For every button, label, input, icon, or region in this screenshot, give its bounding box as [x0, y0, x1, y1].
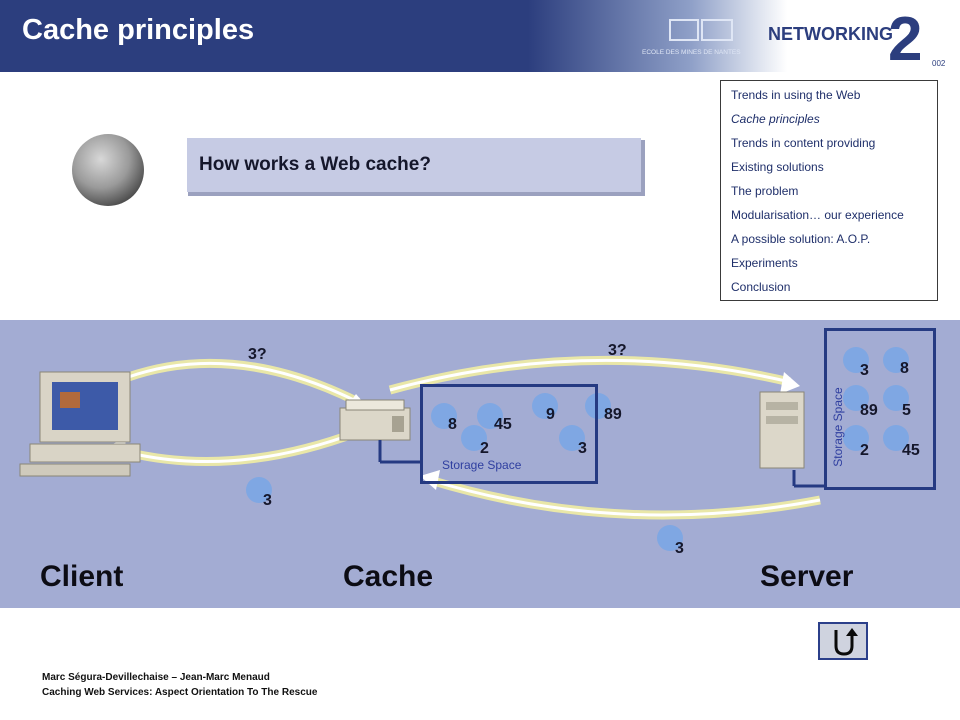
- outline-item[interactable]: Trends in using the Web: [731, 88, 861, 102]
- server-storage-box: [824, 328, 936, 490]
- server-value: 2: [860, 442, 869, 459]
- cache-request-label: 3?: [608, 342, 627, 359]
- page-title: Cache principles: [22, 14, 255, 46]
- data-ball: [246, 477, 272, 503]
- outline-item[interactable]: Conclusion: [731, 280, 791, 294]
- emn-logo-caption: ECOLE DES MINES DE NANTES: [642, 49, 741, 56]
- question-text: How works a Web cache?: [199, 154, 431, 175]
- client-computer-icon: [19, 371, 141, 477]
- networking-logo-sub: 002: [932, 59, 946, 68]
- data-ball: [843, 347, 869, 373]
- data-ball: [532, 393, 558, 419]
- data-ball: [843, 385, 869, 411]
- cache-value: 8: [448, 416, 457, 433]
- footer-authors: Marc Ségura-Devillechaise – Jean-Marc Me…: [42, 672, 270, 683]
- outline-item-current[interactable]: Cache principles: [731, 112, 820, 126]
- data-ball: [431, 403, 457, 429]
- u-turn-icon: [834, 628, 858, 656]
- server-value: 8: [900, 360, 909, 377]
- networking-logo: NETWORKING 2 002: [768, 5, 946, 68]
- cache-value: 2: [480, 440, 489, 457]
- client-response-value: 3: [263, 492, 272, 509]
- client-request-label: 3?: [248, 346, 267, 363]
- data-ball: [883, 385, 909, 411]
- cache-label: Cache: [343, 560, 434, 593]
- server-tower-icon: [759, 391, 805, 469]
- cache-storage-label: Storage Space: [442, 458, 522, 472]
- arrowhead-icon: [420, 470, 440, 490]
- networking-logo-number: 2: [888, 5, 922, 68]
- arrowhead-icon: [780, 372, 800, 394]
- server-value: 45: [902, 442, 920, 459]
- data-ball: [883, 347, 909, 373]
- presenter-avatar: [72, 134, 144, 206]
- server-value: 3: [860, 362, 869, 379]
- outline-item[interactable]: Existing solutions: [731, 160, 824, 174]
- cache-proxy-icon: [339, 399, 411, 441]
- data-ball: [477, 403, 503, 429]
- header-bar: [0, 0, 960, 72]
- question-box: How works a Web cache?: [184, 136, 641, 192]
- data-ball: [559, 425, 585, 451]
- data-ball: [461, 425, 487, 451]
- cache-storage-box: [420, 384, 598, 484]
- server-storage-label: Storage Space: [831, 387, 845, 467]
- footer-talk-title: Caching Web Services: Aspect Orientation…: [42, 687, 318, 698]
- server-response-value: 3: [675, 540, 684, 557]
- cache-diagram: Storage Space Storage Space 3? 3? 3 3 8 …: [0, 320, 960, 608]
- outline-item[interactable]: A possible solution: A.O.P.: [731, 232, 871, 246]
- data-ball: [843, 425, 869, 451]
- return-button[interactable]: [818, 622, 868, 660]
- outline-item[interactable]: The problem: [731, 184, 799, 198]
- data-ball: [585, 393, 611, 419]
- cache-value: 45: [494, 416, 512, 433]
- outline-item[interactable]: Trends in content providing: [731, 136, 876, 150]
- server-value: 5: [902, 402, 911, 419]
- data-ball: [883, 425, 909, 451]
- data-ball: [657, 525, 683, 551]
- emn-logo: ECOLE DES MINES DE NANTES: [642, 19, 741, 56]
- client-label: Client: [40, 560, 124, 593]
- server-value: 89: [860, 402, 878, 419]
- server-label: Server: [760, 560, 854, 593]
- outline-item[interactable]: Modularisation… our experience: [731, 208, 904, 222]
- outline-panel: Trends in using the Web Cache principles…: [720, 80, 938, 301]
- cache-value: 9: [546, 406, 555, 423]
- outline-item[interactable]: Experiments: [731, 256, 798, 270]
- networking-logo-text: NETWORKING: [768, 24, 893, 44]
- cache-value: 3: [578, 440, 587, 457]
- diagram-graphics: [19, 347, 909, 551]
- cache-value: 89: [604, 406, 622, 423]
